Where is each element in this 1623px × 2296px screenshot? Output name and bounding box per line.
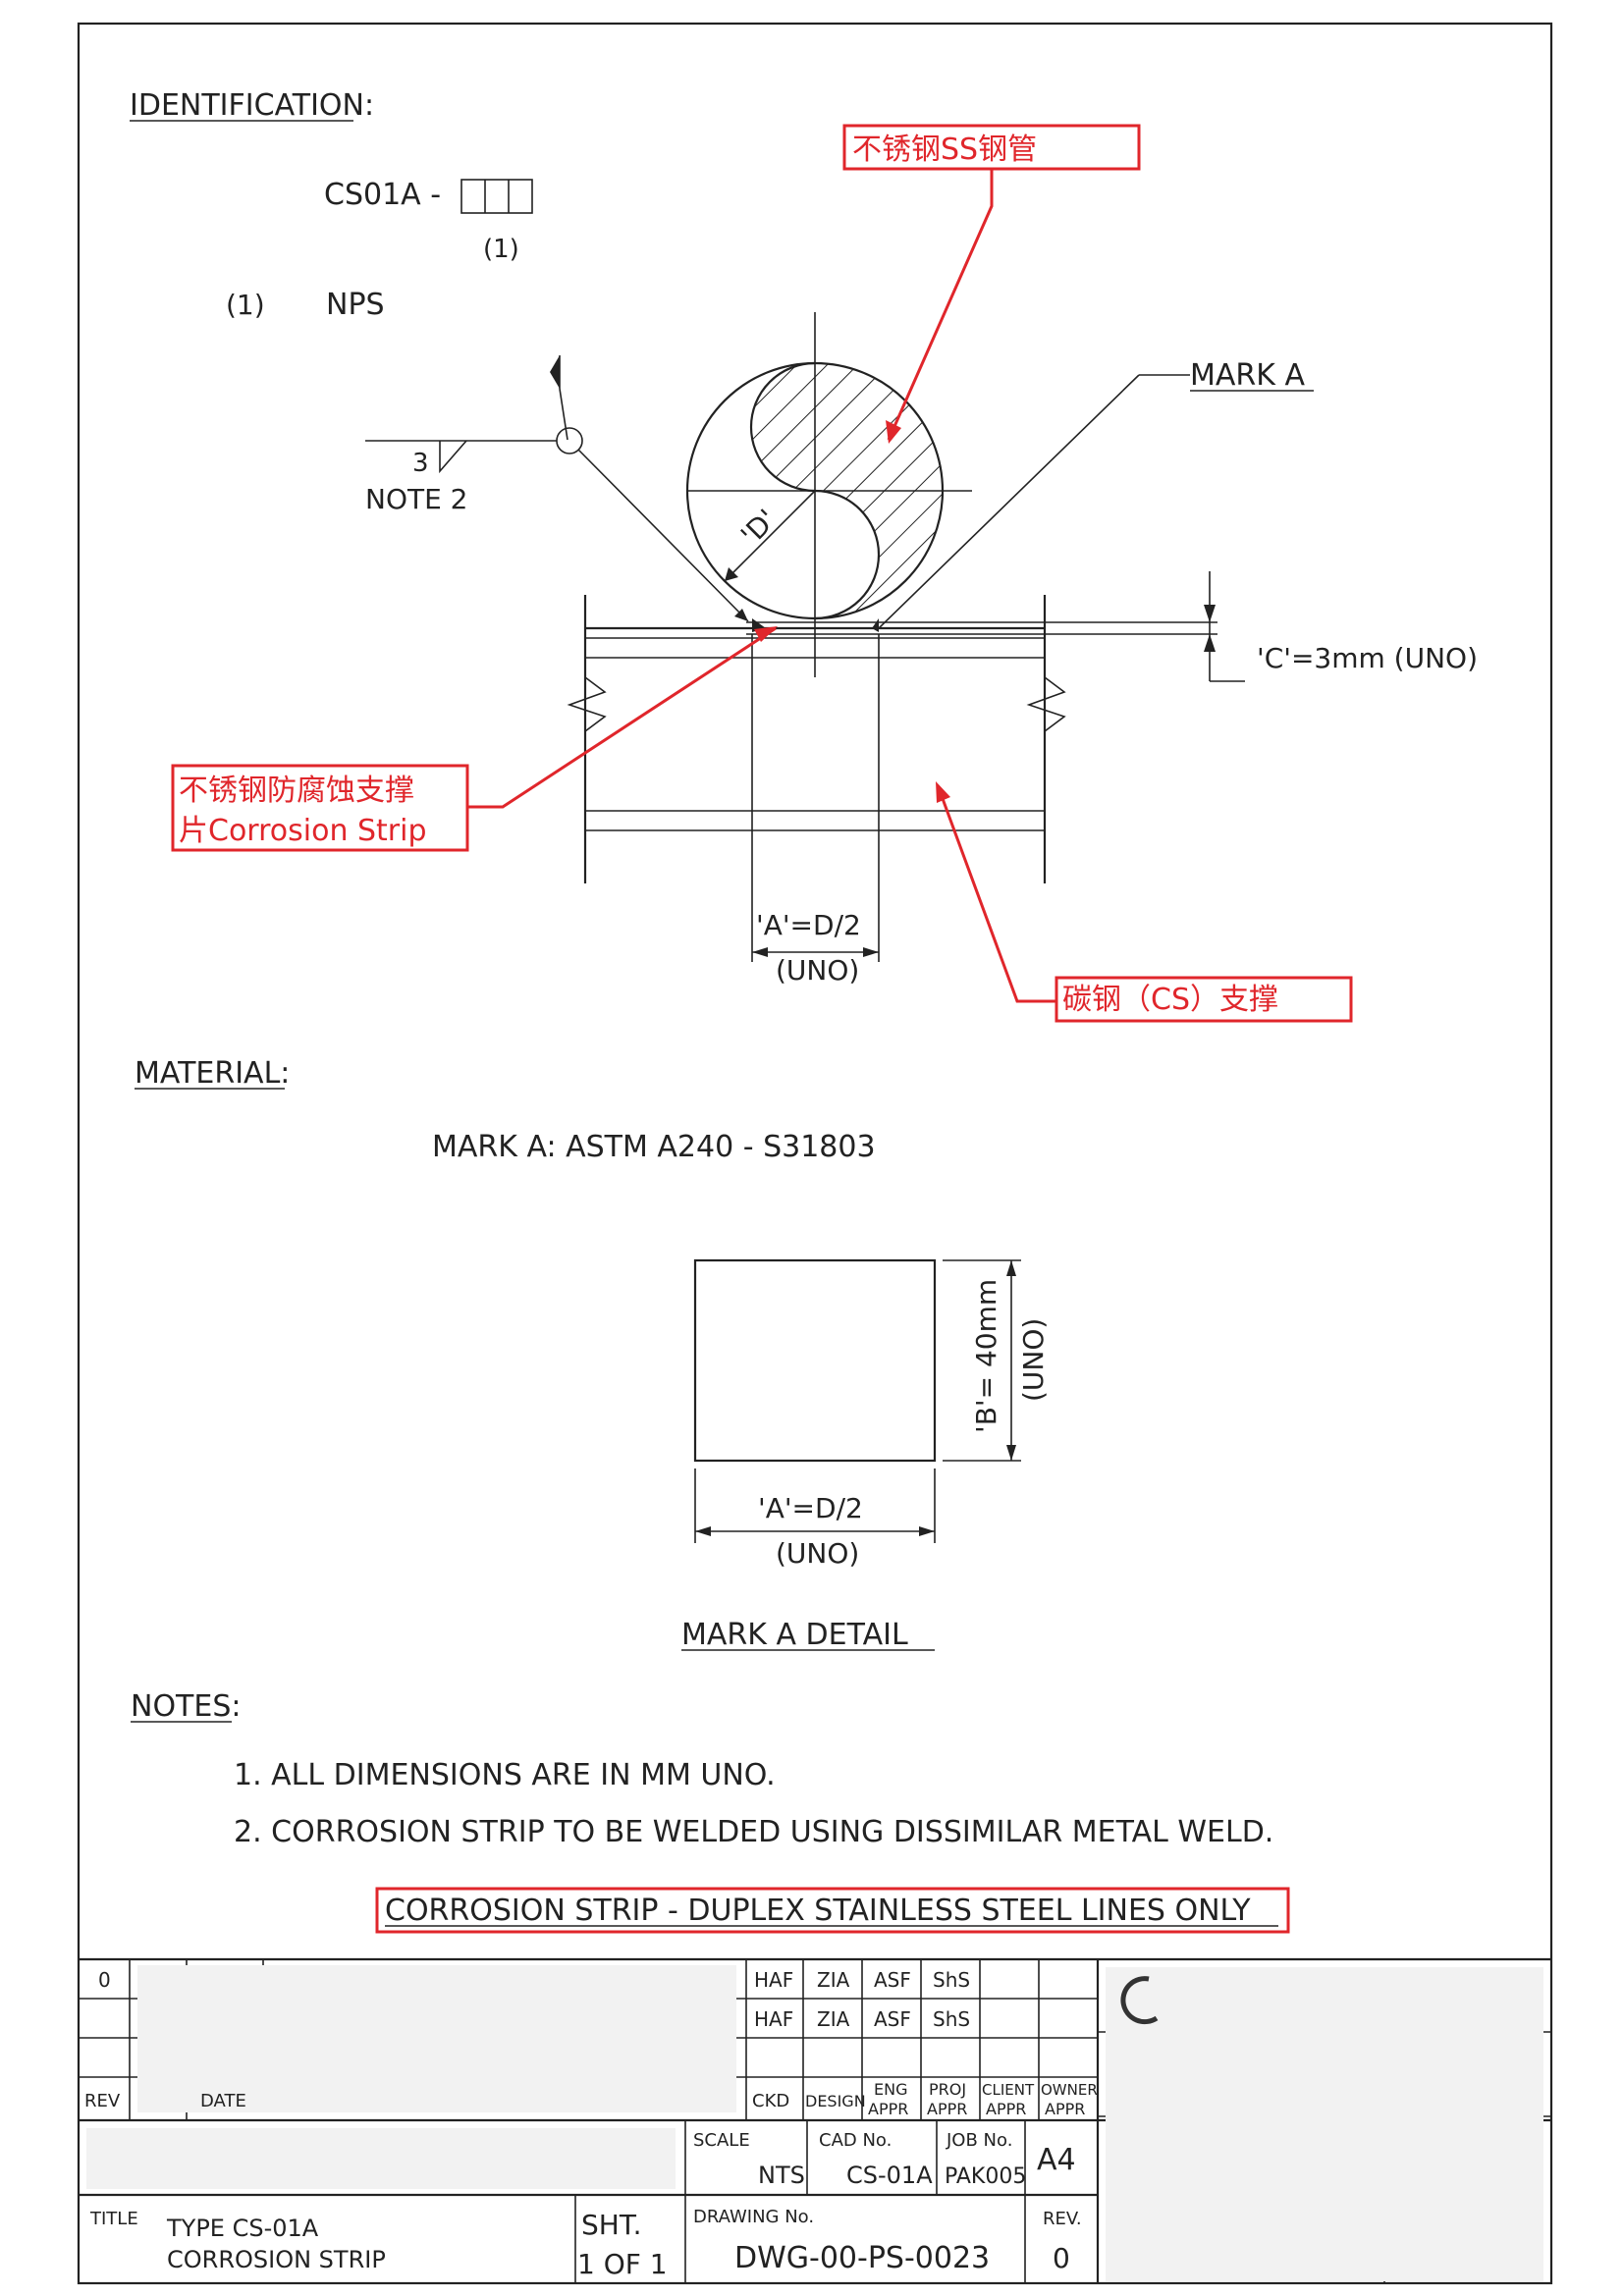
job-value: PAK005 — [945, 2164, 1026, 2189]
rev-row-0-eng: ASF — [874, 1968, 911, 1992]
detail-title: MARK A DETAIL — [681, 1618, 908, 1652]
cad-value: CS-01A — [846, 2162, 933, 2189]
title-label: TITLE — [89, 2209, 138, 2229]
material-heading: MATERIAL: — [135, 1056, 290, 1091]
note-2: 2. CORROSION STRIP TO BE WELDED USING DI… — [234, 1815, 1273, 1849]
identification-heading: IDENTIFICATION: — [130, 88, 374, 123]
sheet-value: 1 OF 1 — [577, 2248, 668, 2280]
job-label: JOB No. — [946, 2130, 1012, 2151]
scale-label: SCALE — [693, 2130, 750, 2151]
code-box — [460, 179, 533, 214]
hdr-client: CLIENT — [982, 2081, 1035, 2099]
sheet-label: SHT. — [581, 2209, 642, 2241]
mark-a-label: MARK A — [1190, 358, 1305, 393]
sheet-border — [77, 22, 1553, 2285]
hdr-ckd: CKD — [752, 2091, 789, 2111]
support-beam — [567, 595, 1217, 962]
hdr-design: DESIGN — [805, 2092, 866, 2110]
rev-row-0-proj: ShS — [933, 1968, 970, 1992]
title-block: 0 HAF ZIA ASF ShS HAF ZIA ASF ShS REV DA… — [79, 1957, 1551, 2283]
notes-heading: NOTES: — [131, 1689, 242, 1724]
hdr-owner: OWNER — [1041, 2081, 1098, 2099]
b-dim-uno: (UNO) — [1017, 1318, 1050, 1402]
annotation-cs-support: 碳钢（CS）支撑 — [936, 781, 1353, 1023]
rev-row-0-ckd: HAF — [754, 1968, 793, 1992]
detail-a-dim: 'A'=D/2 — [758, 1492, 863, 1524]
hdr-client-appr: APPR — [986, 2100, 1026, 2118]
code-ref: (1) — [483, 235, 519, 264]
weld-symbol: 3 NOTE 2 — [365, 355, 749, 622]
svg-text:碳钢（CS）支撑: 碳钢（CS）支撑 — [1062, 983, 1278, 1017]
a-dim-label: 'A'=D/2 — [756, 909, 861, 941]
rev-row-0-design: ZIA — [817, 1968, 850, 1992]
d-label: 'D' — [734, 503, 783, 551]
dwg-value: DWG-00-PS-0023 — [734, 2241, 990, 2275]
rev-row-1-ckd: HAF — [754, 2007, 793, 2031]
title-line-1: TYPE CS-01A — [166, 2215, 319, 2242]
material-spec: MARK A: ASTM A240 - S31803 — [432, 1130, 876, 1164]
scope-banner: CORROSION STRIP - DUPLEX STAINLESS STEEL… — [385, 1894, 1251, 1928]
scope-banner-box — [375, 1887, 1290, 1934]
hdr-date: DATE — [200, 2091, 246, 2111]
rev-value: 0 — [1053, 2242, 1070, 2274]
weld-size: 3 — [412, 449, 429, 478]
cad-label: CAD No. — [819, 2130, 892, 2151]
hdr-owner-appr: APPR — [1045, 2100, 1085, 2118]
hdr-proj: PROJ — [929, 2080, 966, 2099]
annotation-corrosion-strip: 不锈钢防腐蚀支撑 片Corrosion Strip — [171, 626, 778, 852]
company-logo-icon — [1120, 1976, 1159, 2025]
note-1: 1. ALL DIMENSIONS ARE IN MM UNO. — [234, 1758, 776, 1792]
legend-text: NPS — [326, 288, 385, 322]
svg-text:不锈钢SS钢管: 不锈钢SS钢管 — [852, 133, 1037, 167]
hdr-eng: ENG — [874, 2080, 907, 2099]
legend-number: (1) — [226, 289, 265, 321]
rev-row-0-rev: 0 — [98, 1968, 111, 1992]
title-line-2: CORROSION STRIP — [167, 2246, 386, 2273]
svg-text:不锈钢防腐蚀支撑: 不锈钢防腐蚀支撑 — [179, 774, 414, 808]
mark-a-detail: 'B'= 40mm (UNO) 'A'=D/2 (UNO) MARK A DET… — [681, 1258, 1050, 1652]
identification-code: CS01A - — [324, 178, 441, 212]
hdr-rev: REV — [84, 2091, 121, 2111]
c-dim-label: 'C'=3mm (UNO) — [1257, 642, 1478, 674]
hdr-proj-appr: APPR — [927, 2100, 967, 2118]
svg-text:片Corrosion Strip: 片Corrosion Strip — [179, 814, 427, 848]
annotation-ss-pipe: 不锈钢SS钢管 — [842, 124, 1141, 444]
rev-row-1-design: ZIA — [817, 2007, 850, 2031]
dwg-label: DRAWING No. — [693, 2207, 814, 2227]
a-dim-uno: (UNO) — [776, 954, 859, 987]
scale-value: NTS — [758, 2162, 805, 2189]
c-dimension: 'C'=3mm (UNO) — [1204, 571, 1478, 682]
b-dim-label: 'B'= 40mm — [970, 1279, 1002, 1433]
hdr-eng-appr: APPR — [868, 2100, 908, 2118]
rev-row-1-eng: ASF — [874, 2007, 911, 2031]
rev-label: REV. — [1043, 2209, 1082, 2229]
detail-a-uno: (UNO) — [776, 1537, 859, 1570]
rev-row-1-proj: ShS — [933, 2007, 970, 2031]
sheet-size: A4 — [1037, 2143, 1076, 2177]
note-ref: NOTE 2 — [365, 483, 468, 515]
